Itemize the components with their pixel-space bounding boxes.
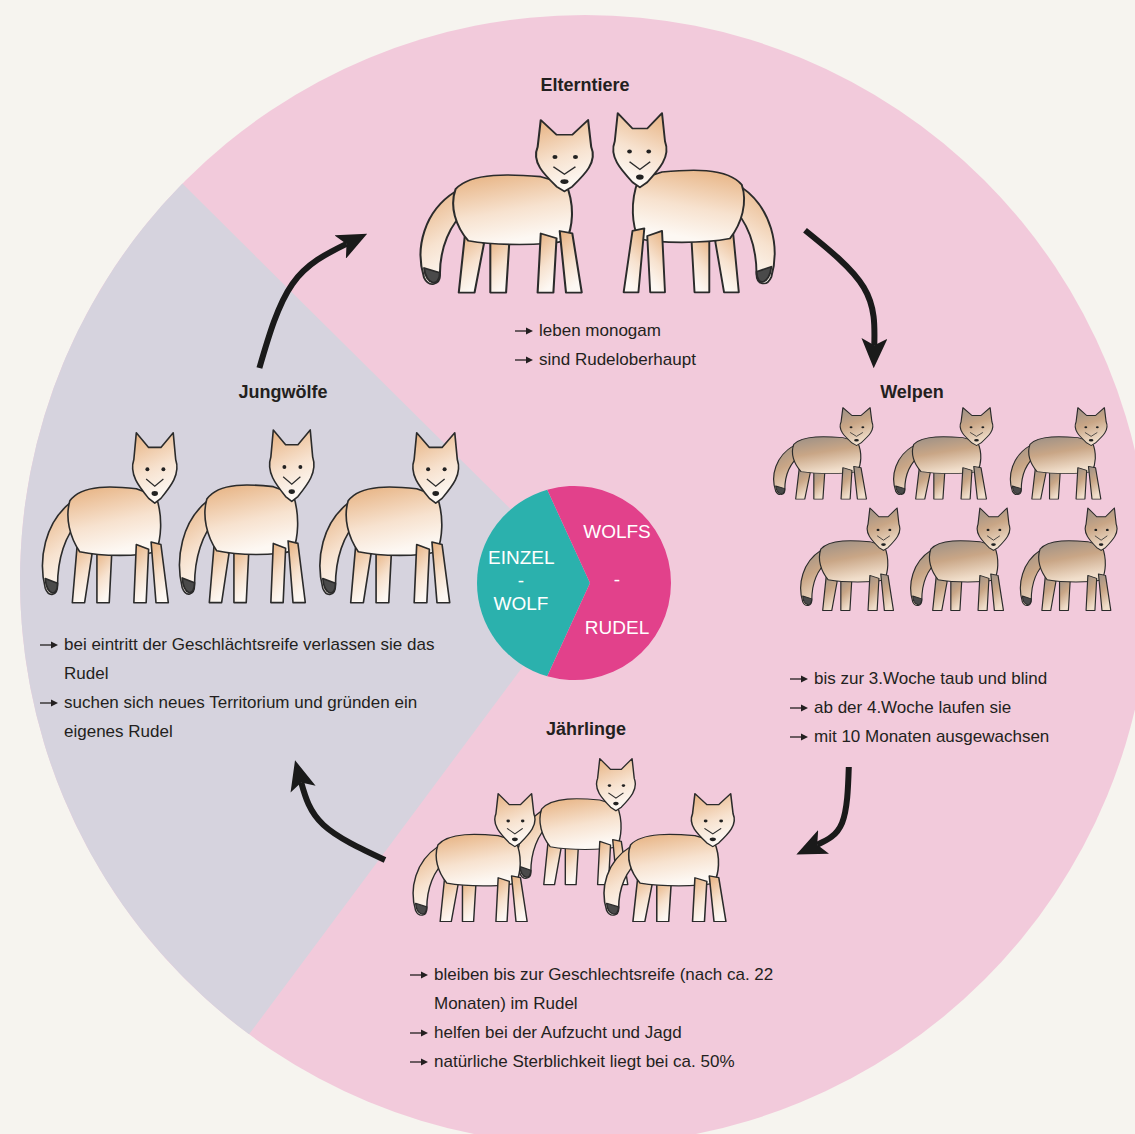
bullet-arrow-shaft — [515, 359, 527, 360]
pack-wedge: WOLFS - RUDEL — [477, 486, 671, 680]
wolf-figure-mirrored — [613, 113, 774, 292]
bullet-arrow — [40, 698, 58, 708]
cycle-arrow — [817, 767, 849, 845]
bullet-arrow — [40, 640, 58, 650]
pup-figure — [1020, 508, 1117, 611]
bullet-arrow-head — [526, 357, 533, 364]
bullet-arrow-head — [51, 642, 58, 649]
stage-heading: Welpen — [760, 378, 1130, 403]
bullet-arrow-shaft — [790, 736, 802, 737]
wolf-figure — [613, 113, 774, 292]
bullet-text: suchen sich neues Territorium und gründe… — [64, 688, 445, 746]
bullet-row: leben monogam — [515, 316, 805, 345]
bullet-text: bleiben bis zur Geschlechtsreife (nach c… — [434, 960, 785, 1018]
bullet-arrow-shaft — [515, 330, 527, 331]
bullet-row: bleiben bis zur Geschlechtsreife (nach c… — [410, 960, 785, 1018]
wedge-label-holder: WOLFS - RUDEL — [583, 508, 651, 652]
pup-figure — [774, 408, 873, 499]
wolf-figure — [179, 430, 314, 603]
bullet-arrow — [515, 326, 533, 336]
bullet-row: bei eintritt der Geschlächtsreife verlas… — [40, 630, 445, 688]
stage-heading: Elterntiere — [375, 68, 795, 96]
bullet-row: bis zur 3.Woche taub und blind — [790, 664, 1120, 693]
stage-heading: Jungwölfe — [28, 378, 473, 403]
bullet-text: helfen bei der Aufzucht und Jagd — [434, 1018, 785, 1047]
bullet-list: bleiben bis zur Geschlechtsreife (nach c… — [410, 960, 785, 1076]
bullet-text: ab der 4.Woche laufen sie — [814, 693, 1120, 722]
bullet-row: sind Rudeloberhaupt — [515, 345, 805, 374]
bullet-row: mit 10 Monaten ausgewachsen — [790, 722, 1120, 751]
bullet-text: sind Rudeloberhaupt — [539, 345, 805, 374]
bullet-text: bis zur 3.Woche taub und blind — [814, 664, 1120, 693]
bullet-arrow-head — [421, 1030, 428, 1037]
bullet-arrow-head — [801, 734, 808, 741]
wolf-figure — [320, 433, 459, 603]
bullet-arrow — [515, 355, 533, 365]
cycle-arrow — [805, 230, 875, 345]
bullet-list: leben monogamsind Rudeloberhaupt — [515, 316, 805, 374]
bullet-arrow-shaft — [410, 974, 422, 975]
bullet-arrow-shaft — [790, 707, 802, 708]
wolf-figure — [604, 794, 734, 922]
bullet-text: natürliche Sterblichkeit liegt bei ca. 5… — [434, 1047, 785, 1076]
bullet-arrow — [410, 1028, 428, 1038]
bullet-arrow-head — [421, 972, 428, 979]
bullet-arrow-shaft — [410, 1032, 422, 1033]
bullet-arrow-head — [421, 1059, 428, 1066]
bullet-arrow — [790, 703, 808, 713]
bullet-text: bei eintritt der Geschlächtsreife verlas… — [64, 630, 445, 688]
bullet-text: leben monogam — [539, 316, 805, 345]
bullet-arrow-shaft — [40, 702, 52, 703]
wedge-shape — [477, 486, 671, 680]
bullet-arrow-head — [526, 328, 533, 335]
bullet-arrow-head — [801, 676, 808, 683]
pup-figure — [911, 508, 1010, 611]
life-stage-group: Elterntiereleben monogamsind Rudeloberha… — [375, 68, 795, 380]
bullet-list: bis zur 3.Woche taub und blindab der 4.W… — [790, 664, 1120, 751]
bullet-arrow — [410, 1057, 428, 1067]
bullet-arrow-head — [51, 700, 58, 707]
pack-region — [20, 15, 1135, 1134]
wedge-fill — [547, 486, 671, 680]
bullet-arrow-shaft — [40, 644, 52, 645]
wedge-label: EINZEL - WOLF — [488, 546, 554, 615]
bullet-arrow — [790, 732, 808, 742]
bullet-row: helfen bei der Aufzucht und Jagd — [410, 1018, 785, 1047]
bullet-arrow-shaft — [410, 1061, 422, 1062]
stage-heading: Jährlinge — [395, 712, 790, 740]
life-stage-group: Jährlinge bleiben bis zur Geschlechtsreif… — [395, 712, 790, 1082]
bullet-arrow — [790, 674, 808, 684]
bullet-row: ab der 4.Woche laufen sie — [790, 693, 1120, 722]
bullet-list: bei eintritt der Geschlächtsreife verlas… — [40, 630, 445, 746]
life-stage-group: Welpen bis zur 3.Woche taub und blindab d… — [760, 378, 1130, 757]
wedge-label: WOLFS - RUDEL — [583, 508, 651, 652]
bullet-text: mit 10 Monaten ausgewachsen — [814, 722, 1120, 751]
bullet-arrow — [410, 970, 428, 980]
pup-figure — [894, 408, 993, 499]
pup-figure — [1010, 408, 1107, 499]
bullet-arrow-shaft — [790, 678, 802, 679]
lone-wolf-region — [20, 184, 585, 1035]
life-stage-group: Jungwölfe bei eintritt der Geschlächtsrei… — [28, 378, 473, 752]
wolf-figure — [42, 433, 177, 603]
bullet-arrow-head — [801, 705, 808, 712]
wedge-label-holder: EINZEL - WOLF — [488, 546, 554, 615]
cycle-arrow — [301, 782, 385, 860]
wolf-figure — [421, 120, 593, 293]
pup-figure — [801, 508, 900, 611]
bullet-row: natürliche Sterblichkeit liegt bei ca. 5… — [410, 1047, 785, 1076]
wolf-figure — [413, 794, 535, 922]
bullet-row: suchen sich neues Territorium und gründe… — [40, 688, 445, 746]
cycle-arrow — [259, 244, 346, 368]
